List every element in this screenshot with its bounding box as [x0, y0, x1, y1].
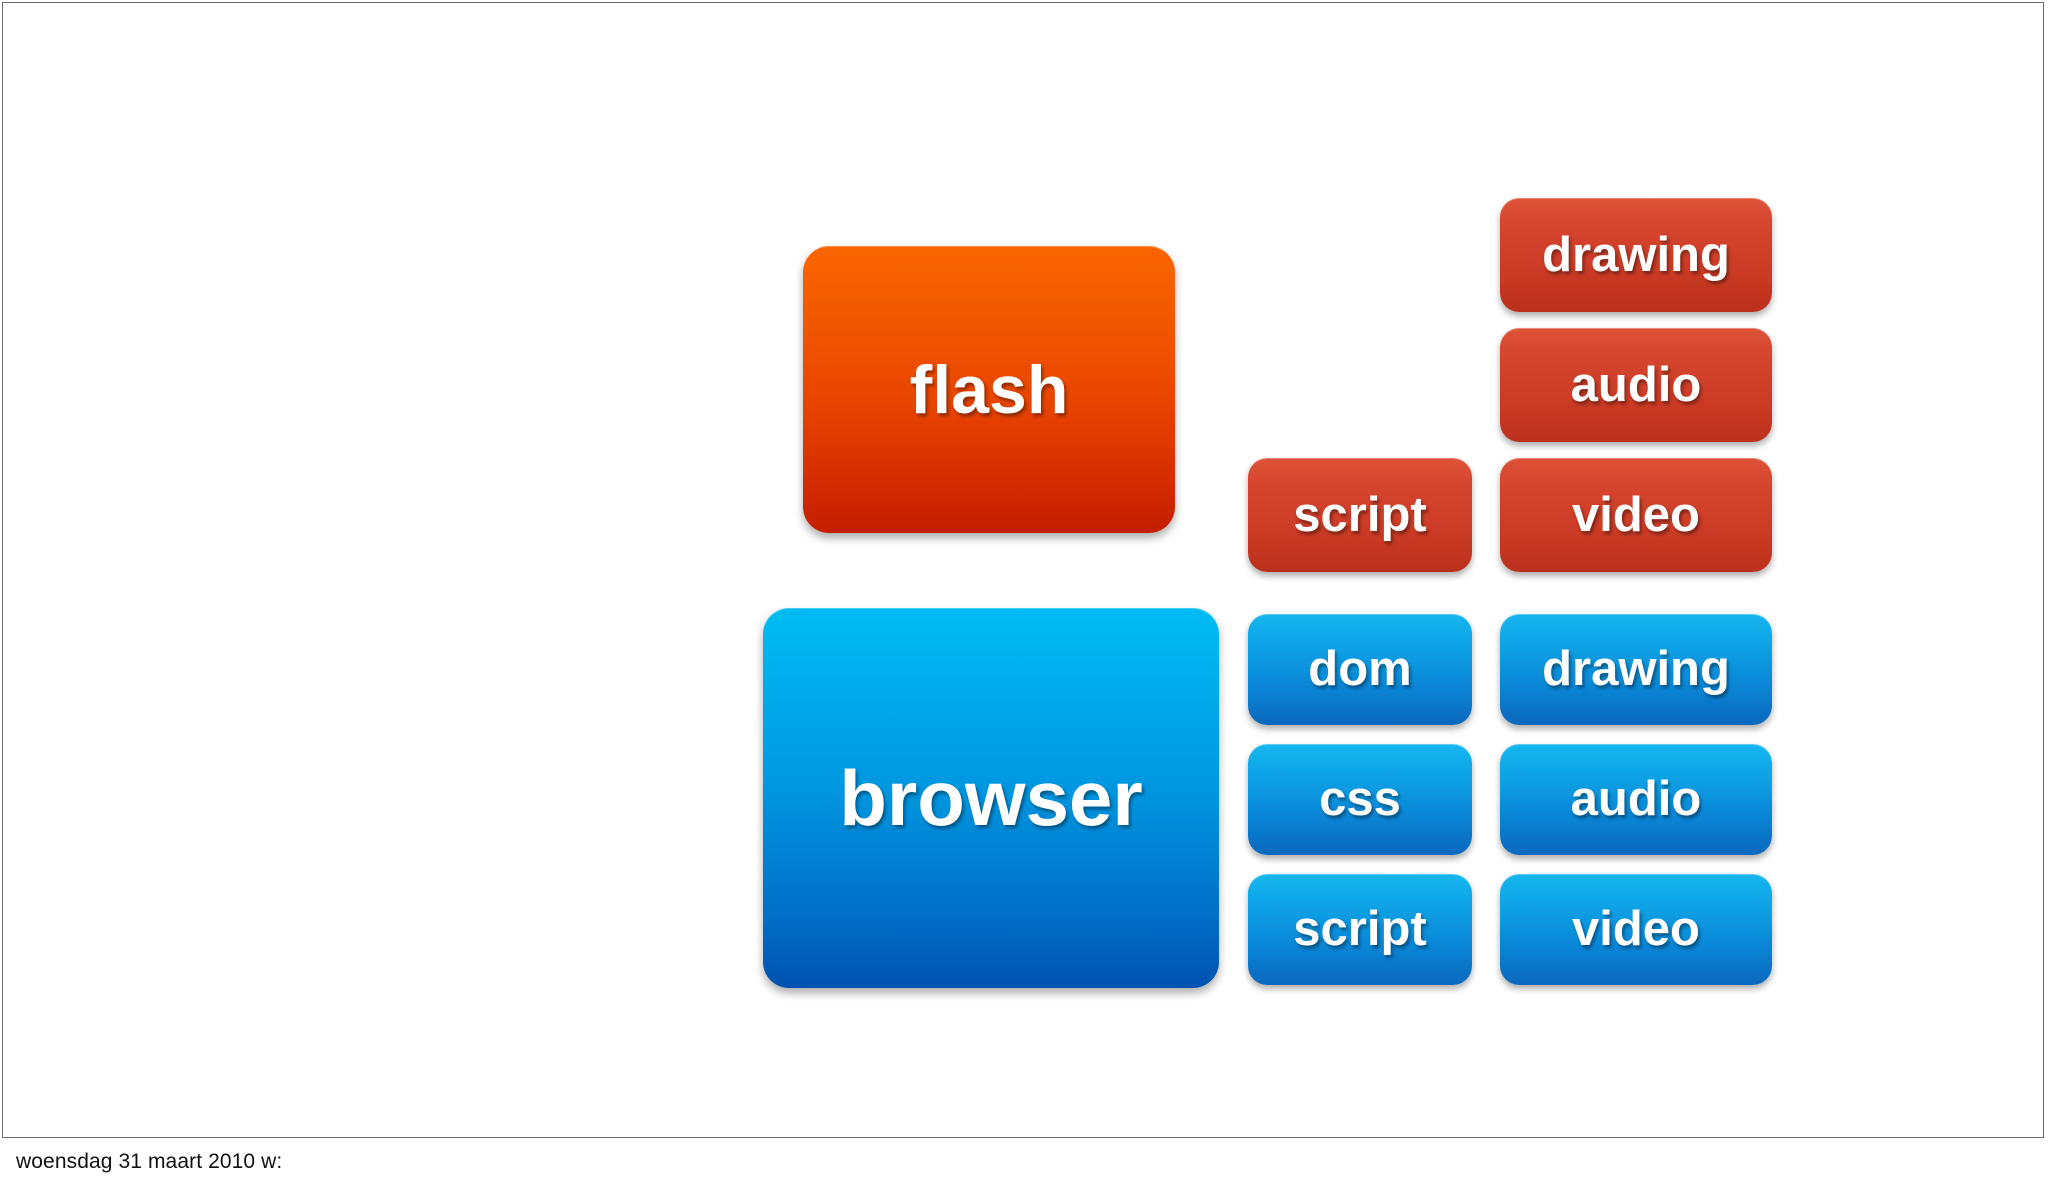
browser-feature-drawing[interactable]: drawing — [1500, 614, 1772, 725]
browser-feature-drawing-label: drawing — [1542, 642, 1730, 696]
browser-feature-script[interactable]: script — [1248, 874, 1472, 985]
flash-feature-audio[interactable]: audio — [1500, 328, 1772, 442]
browser-feature-video[interactable]: video — [1500, 874, 1772, 985]
browser-feature-audio-label: audio — [1570, 772, 1702, 826]
flash-feature-drawing-label: drawing — [1542, 227, 1730, 282]
flash-feature-drawing[interactable]: drawing — [1500, 198, 1772, 312]
slide-footer-date: woensdag 31 maart 2010 w: — [16, 1150, 283, 1173]
flash-feature-video[interactable]: video — [1500, 458, 1772, 572]
flash-feature-audio-label: audio — [1570, 357, 1702, 412]
slide-canvas: flash browser script drawing audio video… — [2, 2, 2044, 1138]
flash-block-label: flash — [909, 351, 1069, 428]
browser-feature-css[interactable]: css — [1248, 744, 1472, 855]
browser-feature-dom-label: dom — [1308, 642, 1412, 696]
browser-feature-video-label: video — [1572, 902, 1700, 956]
browser-feature-audio[interactable]: audio — [1500, 744, 1772, 855]
flash-block[interactable]: flash — [803, 246, 1175, 533]
browser-block-label: browser — [839, 754, 1143, 842]
browser-feature-dom[interactable]: dom — [1248, 614, 1472, 725]
browser-feature-css-label: css — [1319, 772, 1401, 826]
browser-block[interactable]: browser — [763, 608, 1219, 988]
flash-feature-video-label: video — [1572, 487, 1700, 542]
flash-feature-script-label: script — [1293, 487, 1427, 542]
browser-feature-script-label: script — [1293, 902, 1427, 956]
flash-feature-script[interactable]: script — [1248, 458, 1472, 572]
